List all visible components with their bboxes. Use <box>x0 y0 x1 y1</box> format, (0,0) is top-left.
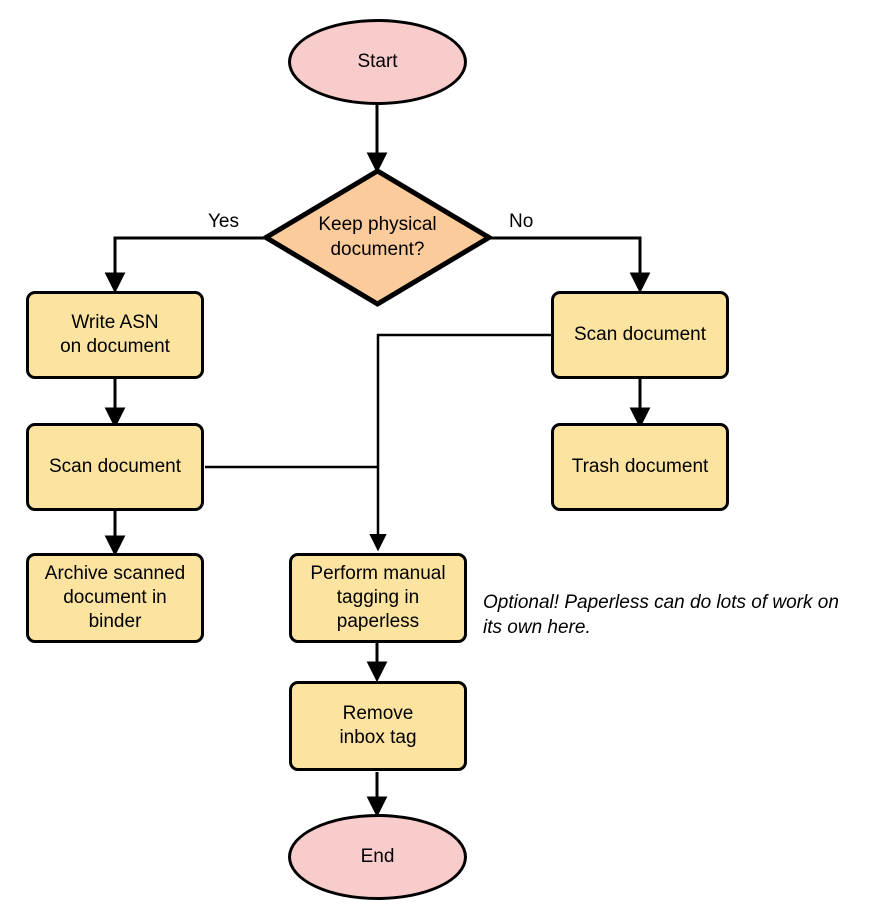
edge-label-no: No <box>509 211 534 232</box>
node-write-asn[interactable]: Write ASN on document <box>26 291 204 379</box>
node-scan-document-right[interactable]: Scan document <box>551 291 729 379</box>
edge-decision-no-to-scan-right <box>490 236 651 294</box>
diamond-shape <box>263 168 492 307</box>
node-perform-manual-tagging[interactable]: Perform manual tagging in paperless <box>289 553 467 643</box>
node-archive-scanned-document[interactable]: Archive scanned document in binder <box>26 553 204 643</box>
node-scan-document-right-label: Scan document <box>573 323 707 345</box>
node-start[interactable]: Start <box>288 19 467 105</box>
node-perform-manual-tagging-label: Perform manual tagging in paperless <box>310 562 446 633</box>
annotation-optional-note: Optional! Paperless can do lots of work … <box>483 592 839 638</box>
node-end-label: End <box>360 845 395 867</box>
node-write-asn-label: Write ASN on document <box>60 311 170 357</box>
node-trash-document[interactable]: Trash document <box>551 423 729 511</box>
node-archive-scanned-document-label: Archive scanned document in binder <box>44 562 186 633</box>
node-decision-label: Keep physical document? <box>318 214 437 260</box>
edge-scan-right-to-tagging <box>369 333 551 552</box>
node-scan-document-left[interactable]: Scan document <box>26 423 204 511</box>
node-remove-inbox-tag-label: Remove inbox tag <box>339 702 417 748</box>
edge-decision-yes-to-write-asn <box>104 236 265 294</box>
node-remove-inbox-tag[interactable]: Remove inbox tag <box>289 681 467 771</box>
edge-label-yes: Yes <box>208 211 239 232</box>
node-scan-document-left-label: Scan document <box>48 455 182 477</box>
node-end[interactable]: End <box>288 814 467 900</box>
node-start-label: Start <box>357 50 398 72</box>
node-decision-keep-physical-document[interactable]: Keep physical document? <box>263 168 492 307</box>
node-trash-document-label: Trash document <box>571 455 709 477</box>
